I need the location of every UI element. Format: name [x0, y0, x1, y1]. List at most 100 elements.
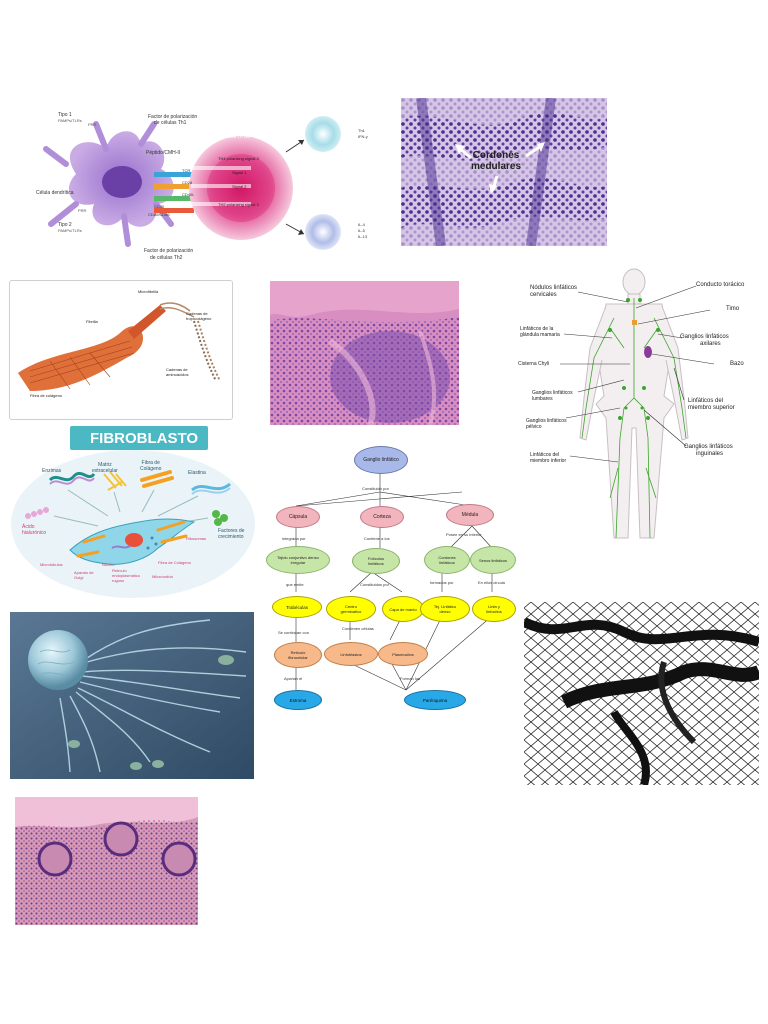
cd28-label: CD28	[182, 180, 193, 185]
factores-line-2: crecimiento	[218, 534, 244, 540]
inferior-line-2: miembro inferior	[530, 458, 567, 464]
node-medula: Médula	[446, 504, 494, 526]
acido-line-1: Ácido	[22, 524, 35, 530]
dendritic-cell-diagram: Tipo 1 PAMPs/TLRs PRR Factor de polariza…	[36, 104, 400, 266]
node-trabeculas: Trabéculas	[272, 596, 322, 618]
histology-cortex-texture	[270, 281, 459, 425]
dendritic-cell-label: Célula dendrítica	[36, 190, 74, 196]
fibra-colageno-label: Fibra de colágeno	[30, 393, 63, 398]
colageno-line-1: Fibra de	[141, 460, 160, 466]
elastina-label: Elastina	[188, 470, 206, 476]
factor-top-label-2: de células Th1	[154, 120, 187, 126]
forman-label: Forman los	[400, 676, 421, 681]
constituidos-label: Constituidos por	[360, 582, 389, 587]
signal3a-label: TH1 polarizing signal 3	[218, 156, 259, 161]
node-estroma: Estroma	[274, 690, 322, 710]
th2-output-label-3: IL-13	[358, 234, 368, 239]
node-estroma-label: Estroma	[289, 697, 307, 703]
reticular-texture	[524, 602, 759, 785]
macrophage-3d-image	[10, 612, 254, 779]
histology-medullary-cords: Cordones medulares	[401, 98, 607, 246]
node-linfoblastos-label: Linfoblastos	[340, 651, 362, 657]
superior-line-2: miembro superior	[688, 405, 735, 411]
factor-bottom-label: Factor de polarización	[144, 248, 194, 254]
microtubulos-label: Microtúbulos	[40, 562, 63, 567]
formados-label: formados por	[430, 580, 454, 585]
concept-map: Ganglio linfático Constituido por Cápsul…	[262, 444, 526, 712]
node-centro: Centro germinativo	[326, 596, 376, 622]
node-linfa-label: Linfa y linfocitos	[486, 604, 502, 614]
inguinales-line-1: Ganglios linfáticos	[684, 444, 733, 450]
reticular-fibers-image	[524, 602, 759, 785]
pelvico-line-1: Ganglios linfáticos	[526, 418, 567, 424]
node-cordones-label: Cordones linfáticos	[438, 555, 456, 565]
ribosomas-label: Ribosomas	[186, 536, 207, 541]
naive-th-label: Naive TH cell	[226, 134, 250, 139]
axilares-line-2: axilares	[700, 341, 721, 347]
medullary-line-2: medulares	[471, 161, 522, 172]
node-plasmocitos: Plasmocitos	[378, 642, 428, 666]
node-centro-label: Centro germinativo	[340, 604, 362, 614]
node-linfoblastos: Linfoblastos	[324, 642, 378, 666]
signal3b-label: TH2 polarizing signal 3	[218, 202, 259, 207]
th2-output-label-2: IL-5	[358, 228, 365, 233]
lumbares-line-1: Ganglios linfáticos	[532, 390, 573, 396]
node-foliculos-label: Folículos linfáticos	[367, 556, 384, 566]
histology-cortex-image	[270, 281, 459, 425]
signal2-label: Signal 2	[232, 184, 247, 189]
prr2-label: PRR	[78, 208, 87, 213]
chyli-label: Cisterna Chyli	[518, 361, 550, 367]
microfibrilla-label: Microfibrilla	[138, 289, 159, 294]
fibroblasto-title: FIBROBLASTO	[90, 430, 199, 447]
node-reticulo-label: Retículo fibrocelular	[288, 650, 308, 660]
node-tejido-label: Tejido conjuntivo denso irregular	[277, 555, 319, 565]
fibrilla-label: Fibrilla	[86, 319, 98, 324]
factor-bottom-label-2: de células Th2	[150, 255, 183, 261]
reticulo-line-3: rugoso	[112, 578, 125, 583]
tipo2-sub-label: PAMPs/TLRs	[58, 228, 82, 233]
node-parenquima-label: Parénquima	[422, 697, 448, 703]
nucleo-label: Núcleo	[102, 562, 115, 567]
colageno-line-2: Colágeno	[140, 466, 162, 472]
node-reticulo: Retículo fibrocelular	[274, 642, 322, 668]
node-corteza: Corteza	[360, 506, 404, 528]
que-emite-label: que emite	[286, 582, 304, 587]
node-linfa: Linfa y linfocitos	[472, 596, 516, 622]
mitocondria-label: Mitocondria	[152, 574, 173, 579]
node-plasmocitos-label: Plasmocitos	[392, 651, 414, 657]
constituido-label: Constituido por	[362, 486, 389, 491]
conducto-label: Conducto torácico	[696, 282, 745, 288]
node-tej-denso: Tej. Linfático denso	[420, 596, 470, 622]
th1-output-label-2: IFN-γ	[358, 134, 368, 139]
integrada-label: integrada por	[282, 536, 306, 541]
golgi-line-2: Golgi	[74, 575, 84, 580]
superior-line-1: Linfáticos del	[688, 398, 724, 404]
cd40l-label: CD40L	[182, 192, 195, 197]
node-cordones: Cordones linfáticos	[424, 546, 470, 574]
se-continuan-label: Se continúan con	[278, 630, 309, 635]
axilares-line-1: Ganglios linfáticos	[680, 334, 729, 340]
node-capa: Capa de manto	[382, 596, 424, 622]
reticulo-line-2: endoplasmático	[112, 573, 141, 578]
reticulo-line-1: Retículo	[112, 568, 127, 573]
acido-line-2: hialurónico	[22, 530, 47, 536]
histology-follicles-image	[15, 797, 198, 925]
nodulos-line-2: cervicales	[530, 292, 557, 298]
medullary-line-1: Cordones	[472, 150, 520, 161]
node-corteza-label: Corteza	[373, 514, 391, 520]
node-foliculos: Folículos linfáticos	[352, 548, 400, 574]
peptide-label: Péptido/CMH-II	[146, 150, 181, 156]
cd80-label: CD80/CD86	[148, 212, 170, 217]
node-senos: Senos linfáticos	[470, 546, 516, 574]
dendritic-cell-illustration	[43, 116, 341, 250]
node-tejido: Tejido conjuntivo denso irregular	[266, 546, 330, 574]
